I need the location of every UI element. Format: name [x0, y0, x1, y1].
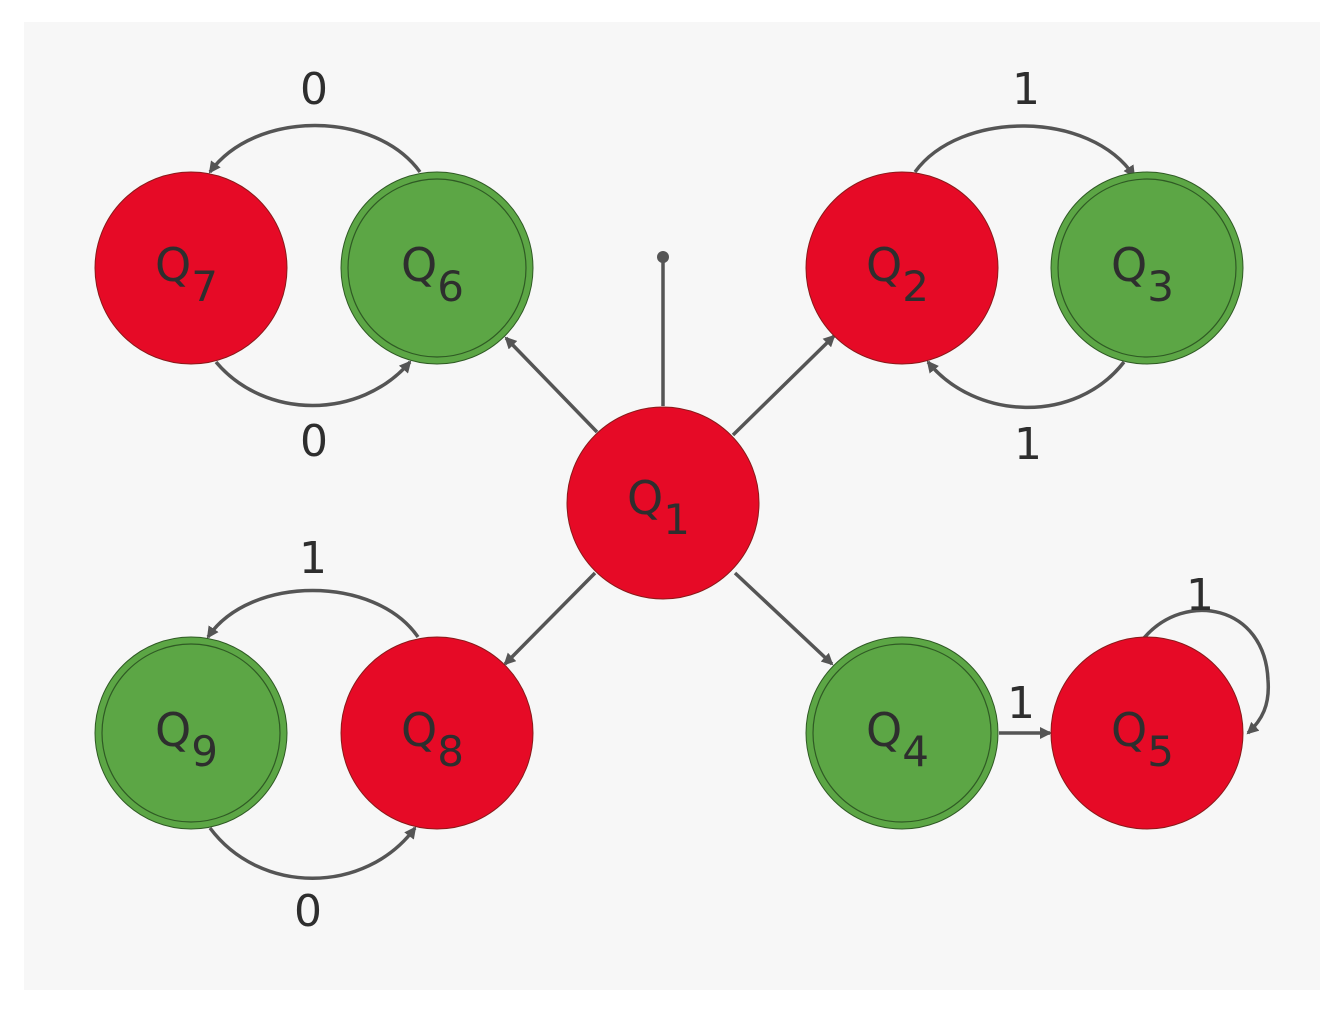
edge-label-q6-q7: 0: [300, 64, 328, 115]
state-q4[interactable]: Q4: [805, 636, 999, 830]
svg-text:Q3: Q3: [1111, 238, 1174, 311]
edge-q2-q3: [913, 124, 1136, 178]
state-q8-letter: Q: [401, 703, 437, 757]
state-q6-letter: Q: [401, 238, 437, 292]
edge-q7-q6: [214, 360, 412, 408]
state-q7-index: 7: [191, 262, 218, 311]
svg-text:Q4: Q4: [866, 703, 929, 776]
accepting-ring-q9: [101, 643, 281, 823]
state-q5-index: 5: [1147, 727, 1174, 776]
svg-text:Q5: Q5: [1111, 703, 1174, 776]
accepting-ring-q6: [347, 178, 527, 358]
edge-q1-q4: [733, 571, 834, 666]
state-q2[interactable]: Q2: [805, 171, 999, 365]
svg-text:Q2: Q2: [866, 238, 929, 311]
state-q1[interactable]: Q1: [566, 406, 760, 600]
state-q4-letter: Q: [866, 703, 902, 757]
state-q1-letter: Q: [627, 471, 663, 525]
svg-text:Q1: Q1: [627, 471, 690, 544]
state-q3-letter: Q: [1111, 238, 1147, 292]
state-q4-index: 4: [902, 727, 929, 776]
edge-q1-q6: [504, 336, 599, 434]
edge-label-q8-q9: 1: [299, 533, 327, 584]
edge-q8-q9: [206, 588, 420, 639]
state-q8-index: 8: [437, 727, 464, 776]
edge-q3-q2: [926, 360, 1126, 410]
state-q7-letter: Q: [155, 238, 191, 292]
initial-state-marker: [657, 251, 669, 406]
svg-text:Q9: Q9: [155, 703, 218, 776]
svg-text:Q7: Q7: [155, 238, 218, 311]
state-q6[interactable]: Q6: [340, 171, 534, 365]
edge-label-q9-q8: 0: [294, 886, 322, 937]
state-q9-letter: Q: [155, 703, 191, 757]
edge-label-q3-q2: 1: [1014, 419, 1042, 470]
state-q9-index: 9: [191, 727, 218, 776]
edge-label-q4-q5: 1: [1007, 678, 1035, 729]
edge-q1-q8: [503, 571, 597, 666]
accepting-ring-q3: [1057, 178, 1237, 358]
state-q6-index: 6: [437, 262, 464, 311]
state-q5-letter: Q: [1111, 703, 1147, 757]
state-q3-index: 3: [1147, 262, 1174, 311]
edge-q9-q8: [208, 826, 417, 880]
edge-q1-q2: [731, 334, 836, 437]
state-q2-index: 2: [902, 262, 929, 311]
edge-q6-q7: [208, 123, 422, 174]
state-q2-letter: Q: [866, 238, 902, 292]
state-q1-index: 1: [663, 495, 690, 544]
state-q5[interactable]: Q5: [1050, 636, 1244, 830]
svg-text:Q8: Q8: [401, 703, 464, 776]
edge-label-q5-q5: 1: [1186, 570, 1214, 621]
state-q8[interactable]: Q8: [340, 636, 534, 830]
edge-label-q7-q6: 0: [300, 416, 328, 467]
edge-label-q2-q3: 1: [1012, 64, 1040, 115]
state-q9[interactable]: Q9: [94, 636, 288, 830]
state-q3[interactable]: Q3: [1050, 171, 1244, 365]
edge-q5-q5: [1142, 608, 1271, 735]
state-q7[interactable]: Q7: [94, 171, 288, 365]
svg-text:Q6: Q6: [401, 238, 464, 311]
accepting-ring-q4: [812, 643, 992, 823]
